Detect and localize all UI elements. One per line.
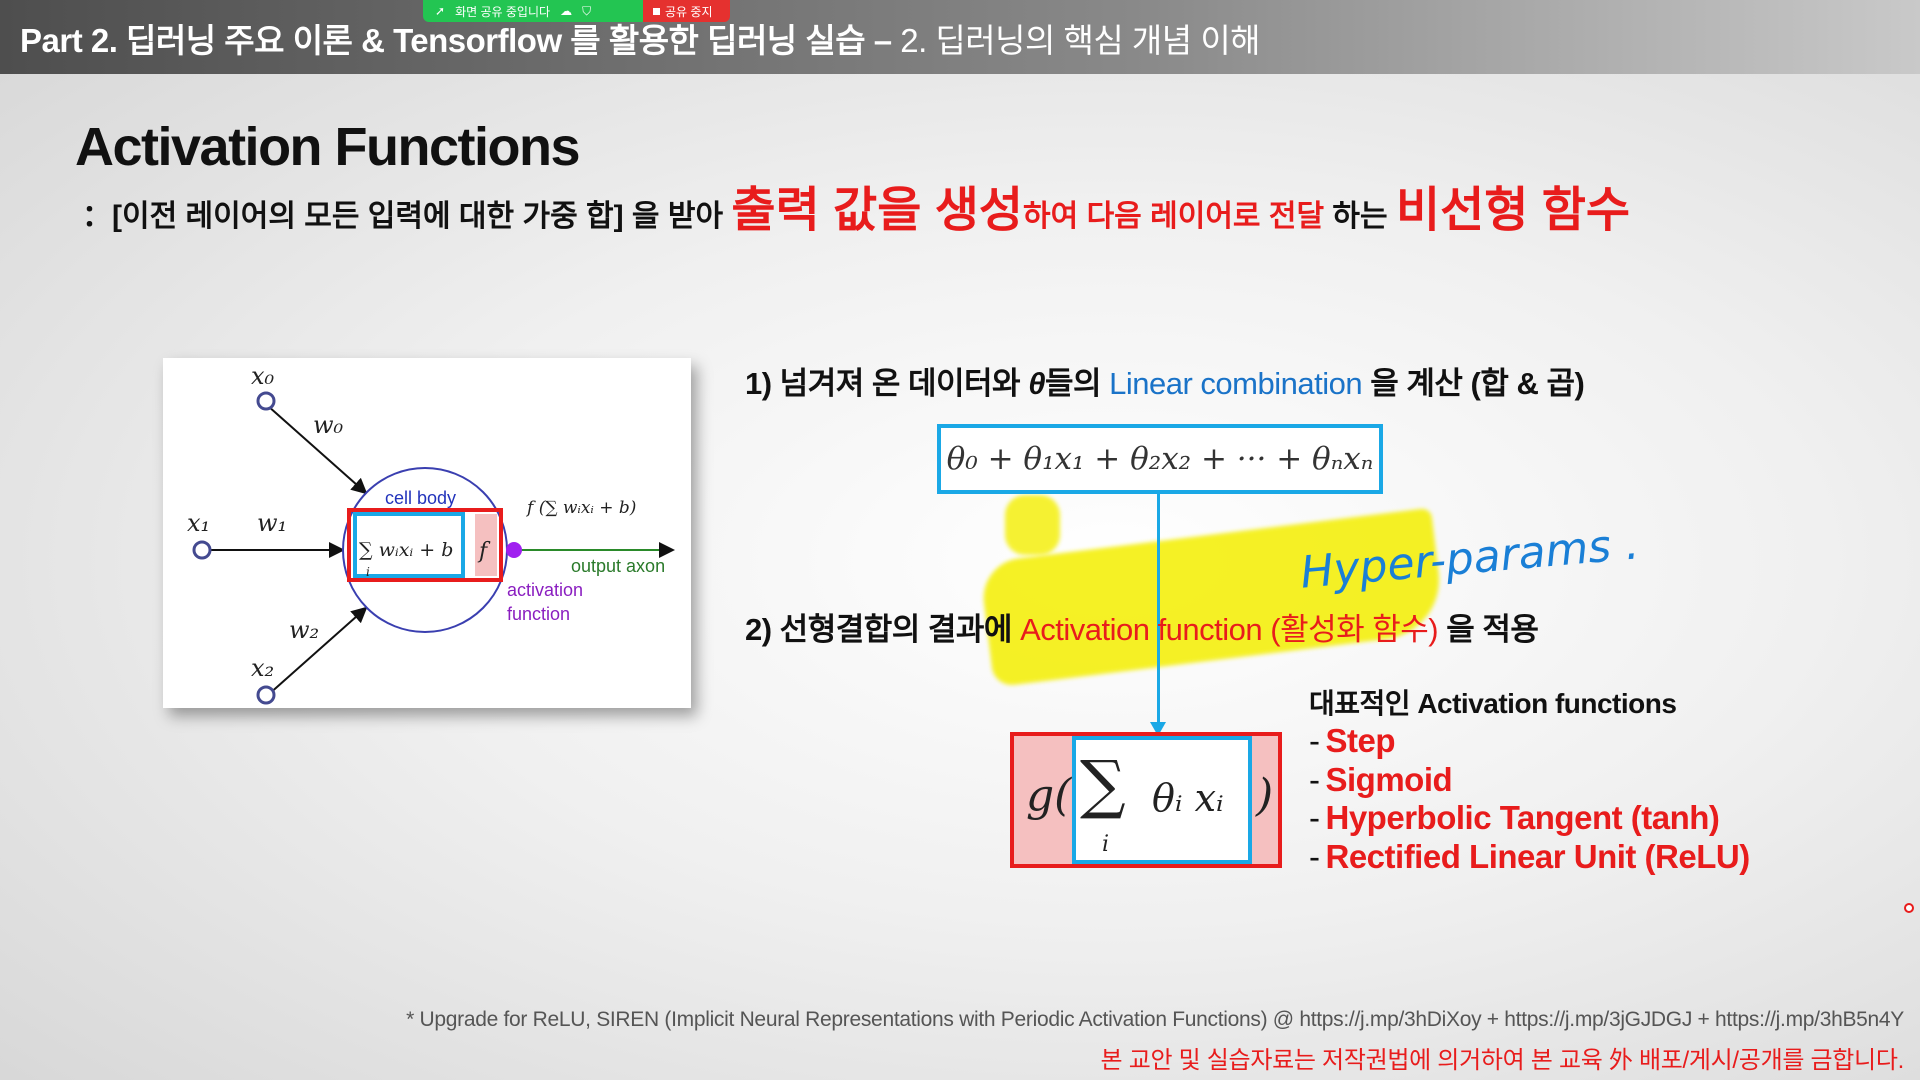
edge-w2 xyxy=(267,606,368,696)
red-highlight-box xyxy=(347,508,503,582)
f-expression: f (∑ wᵢxᵢ + b) xyxy=(525,498,636,518)
subtitle-part-1: ：[이전 레이어의 모든 입력에 대한 가중 합] 을 받아 xyxy=(82,200,732,233)
activation-formula-inner: ∑ i θᵢ xᵢ xyxy=(1072,736,1252,864)
stop-share-button[interactable]: 공유 중지 xyxy=(643,0,730,22)
g-close: ) xyxy=(1256,770,1274,821)
function-sigmoid: Sigmoid xyxy=(1325,760,1453,798)
slide-subtitle: ：[이전 레이어의 모든 입력에 대한 가중 합] 을 받아 출력 값을 생성하… xyxy=(82,170,1630,240)
step2-activation-function: Activation function (활성화 함수) xyxy=(1020,612,1439,647)
subtitle-emphasis-pass: 하여 다음 레이어로 전달 xyxy=(1023,200,1325,233)
f-highlight xyxy=(475,514,497,576)
step1-prefix: 1) 넘겨져 온 데이터와 xyxy=(745,366,1029,401)
linear-combination-formula: θ₀ + θ₁x₁ + θ₂x₂ + ··· + θₙxₙ xyxy=(937,424,1383,494)
label-w1: w₁ xyxy=(257,509,287,537)
footnote: * Upgrade for ReLU, SIREN (Implicit Neur… xyxy=(406,1008,1904,1031)
g-open: g( xyxy=(1026,770,1072,821)
g-term: θᵢ xᵢ xyxy=(1152,776,1224,820)
screen-share-bar: ➚ 화면 공유 중입니다 ☁ ⛉ 공유 중지 xyxy=(423,0,730,22)
step-2: 2) 선형결합의 결과에 Activation function (활성화 함수… xyxy=(745,604,1539,649)
g-sum-subscript: i xyxy=(1102,832,1110,857)
step1-suffix: 을 계산 (합 & 곱) xyxy=(1362,366,1585,401)
sum-subscript: i xyxy=(366,565,370,579)
header-title-sub: 2. 딥러닝의 핵심 개념 이해 xyxy=(891,22,1261,59)
header-title-main: Part 2. 딥러닝 주요 이론 & Tensorflow 를 활용한 딥러닝… xyxy=(20,22,892,59)
label-function: function xyxy=(507,604,570,624)
flow-arrow-line xyxy=(1157,494,1160,726)
activation-dot xyxy=(506,542,522,558)
blue-highlight-box xyxy=(353,512,465,578)
pin-icon: ➚ xyxy=(435,4,446,18)
list-item: -Hyperbolic Tangent (tanh) xyxy=(1309,799,1720,836)
copyright-notice: 본 교안 및 실습자료는 저작권법에 의거하여 본 교육 外 배포/게시/공개를… xyxy=(1100,1047,1905,1074)
subtitle-emphasis-output: 출력 값을 생성 xyxy=(731,184,1024,237)
activation-function-list: -Step -Sigmoid -Hyperbolic Tangent (tanh… xyxy=(1309,722,1750,876)
shield-icon: ⛉ xyxy=(582,3,592,18)
list-item: -Sigmoid xyxy=(1309,760,1453,798)
label-cell-body: cell body xyxy=(385,488,456,508)
share-status-label: 화면 공유 중입니다 xyxy=(455,4,551,19)
stop-share-label: 공유 중지 xyxy=(665,4,713,19)
input-node-x2 xyxy=(256,685,276,705)
subtitle-emphasis-nonlinear: 비선형 함수 xyxy=(1395,184,1631,237)
g-sum-symbol: ∑ xyxy=(1080,748,1126,822)
label-x0: x₀ xyxy=(251,362,275,390)
function-tanh: Hyperbolic Tangent (tanh) xyxy=(1325,799,1720,836)
label-w2: w₂ xyxy=(289,616,319,644)
function-relu: Rectified Linear Unit (ReLU) xyxy=(1325,837,1751,875)
neuron-diagram: x₀ w₀ x₁ w₁ w₂ x₂ cell body ∑ wᵢxᵢ + b i… xyxy=(163,358,691,708)
step1-mid: 들의 xyxy=(1044,366,1110,401)
header-title: Part 2. 딥러닝 주요 이론 & Tensorflow 를 활용한 딥러닝… xyxy=(20,14,1261,62)
slide-title: Activation Functions xyxy=(75,117,581,177)
label-activation: activation xyxy=(507,580,583,600)
label-x2: x₂ xyxy=(251,654,274,682)
list-item: -Step xyxy=(1309,722,1396,759)
highlighter-mark-small xyxy=(1005,495,1060,555)
label-x1: x₁ xyxy=(187,509,210,537)
function-step: Step xyxy=(1325,722,1396,759)
edge-w0 xyxy=(267,405,368,495)
label-output-axon: output axon xyxy=(571,556,665,576)
stop-icon xyxy=(653,7,660,15)
input-node-x1 xyxy=(192,540,212,560)
activation-list-title: 대표적인 Activation functions xyxy=(1309,688,1677,719)
sum-expression: ∑ wᵢxᵢ + b xyxy=(359,539,453,561)
label-w0: w₀ xyxy=(313,411,344,439)
activation-formula-box: g( ∑ i θᵢ xᵢ ) xyxy=(1010,732,1282,868)
share-status[interactable]: ➚ 화면 공유 중입니다 ☁ ⛉ xyxy=(423,0,643,22)
step-1: 1) 넘겨져 온 데이터와 θ들의 Linear combination 을 계… xyxy=(745,358,1585,403)
laser-pointer xyxy=(1904,903,1914,913)
header-bar: Part 2. 딥러닝 주요 이론 & Tensorflow 를 활용한 딥러닝… xyxy=(0,0,1920,74)
neuron-svg: x₀ w₀ x₁ w₁ w₂ x₂ cell body ∑ wᵢxᵢ + b i… xyxy=(187,362,675,705)
input-node-x0 xyxy=(256,391,276,411)
step1-theta: θ xyxy=(1028,366,1045,401)
step2-suffix: 을 적용 xyxy=(1438,612,1539,647)
step1-linear-combination: Linear combination xyxy=(1109,366,1363,401)
cloud-icon: ☁ xyxy=(560,4,573,18)
step2-prefix: 2) 선형결합의 결과에 xyxy=(745,612,1021,647)
subtitle-part-4: 하는 xyxy=(1324,200,1396,233)
list-item: -Rectified Linear Unit (ReLU) xyxy=(1309,837,1751,875)
